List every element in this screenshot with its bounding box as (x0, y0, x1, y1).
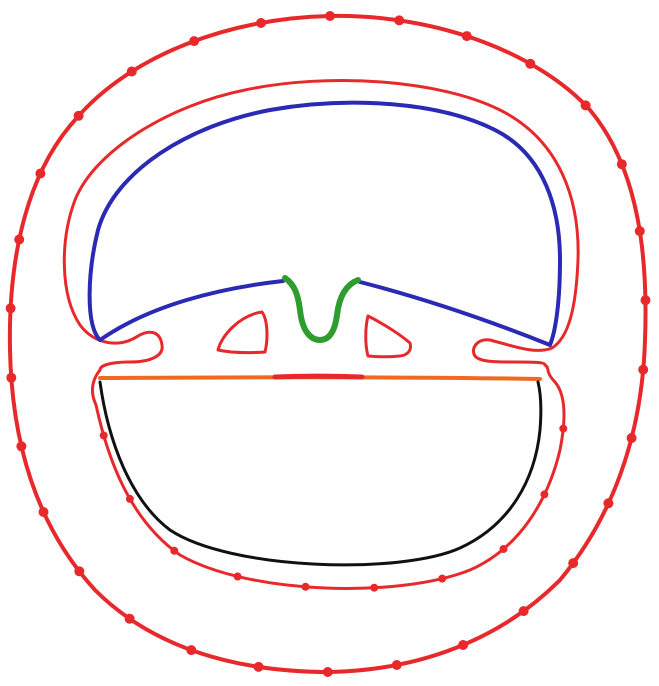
membrane-dot (458, 640, 468, 650)
dorsal-cavity (90, 103, 560, 345)
membrane-dot (627, 433, 637, 443)
neural-groove (285, 278, 358, 340)
membrane-dot (641, 295, 651, 305)
membrane-dot (635, 226, 645, 236)
membrane-dot (6, 373, 16, 383)
membrane-dot (186, 645, 196, 655)
membrane-dot (394, 15, 404, 25)
left-membrane-fold (100, 345, 162, 370)
membrane-dot (462, 31, 472, 41)
membrane-dot (35, 169, 45, 179)
membrane-dot (74, 111, 84, 121)
right-notch (366, 316, 411, 357)
membrane-dot (568, 558, 578, 568)
membrane-dot (519, 606, 529, 616)
membrane-dot (127, 67, 137, 77)
membrane-dot (74, 566, 84, 576)
membrane-dot (16, 441, 26, 451)
inner-membrane-ventral (93, 365, 565, 588)
membrane-dot (254, 662, 264, 672)
left-notch (218, 312, 267, 353)
membrane-dot (617, 159, 627, 169)
membrane-dot (256, 18, 266, 28)
membrane-dot (603, 498, 613, 508)
divider-center-patch (275, 376, 362, 377)
membrane-dot (638, 365, 648, 375)
ventral-cavity (100, 382, 541, 565)
outer-membrane-dots (6, 11, 651, 677)
membrane-dot (6, 303, 16, 313)
membrane-dot (189, 36, 199, 46)
right-membrane-fold (475, 356, 545, 365)
membrane-dot (14, 235, 24, 245)
membrane-dot (392, 660, 402, 670)
membrane-dot (525, 59, 535, 69)
membrane-dot (581, 100, 591, 110)
membrane-dot (39, 507, 49, 517)
membrane-dot (325, 11, 335, 21)
membrane-dot (125, 614, 135, 624)
membrane-dot (323, 667, 333, 677)
